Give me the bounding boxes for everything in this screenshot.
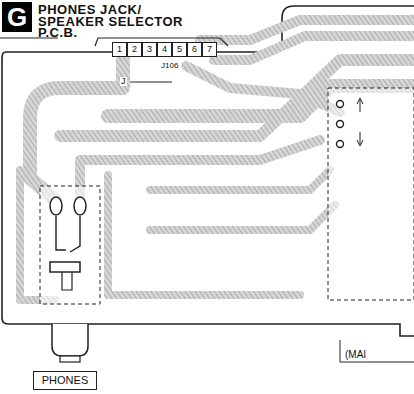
part-ref: J [120,77,127,86]
trace [186,66,340,112]
pin-number: 5 [172,42,187,57]
pin-number: 2 [127,42,142,57]
node-text: 6 [192,45,197,54]
solder-pad [74,197,86,215]
jack-contact [50,262,80,272]
board-title: PHONES JACK/ SPEAKER SELECTOR P.C.B. [38,4,184,39]
pin-number: 1 [112,42,127,57]
jack-outline [40,186,100,304]
connector-ref: J106 [160,62,179,70]
jack-contact [56,216,80,252]
solder-pad [50,197,62,215]
pin-number: 4 [157,42,172,57]
node-text: G [7,4,27,30]
jack-socket [60,356,80,362]
jack-label: PHONES [33,371,97,390]
jack-contact [62,272,72,290]
trace [150,170,330,190]
pin-number: 3 [142,42,157,57]
node-text: 4 [162,45,167,54]
solder-pad [337,141,344,148]
jack-socket [52,324,88,356]
node-text: 3 [147,45,152,54]
bracket [340,340,414,362]
pin-number: 7 [202,42,217,57]
solder-pad [337,121,344,128]
node-text: 5 [177,45,182,54]
node-text: 7 [207,45,212,54]
trace [214,36,414,60]
solder-pad [337,101,344,108]
node-text: 2 [132,45,137,54]
board-outline [2,6,414,336]
pin-number: 6 [187,42,202,57]
board-ref: (MAI [344,350,367,360]
leader-line [130,82,172,83]
trace [150,205,335,230]
node-text: PHONES [42,375,88,386]
switch-outline [328,88,414,300]
arrow-symbol [357,98,363,146]
node-text: 1 [117,45,122,54]
section-badge: G [2,2,32,32]
